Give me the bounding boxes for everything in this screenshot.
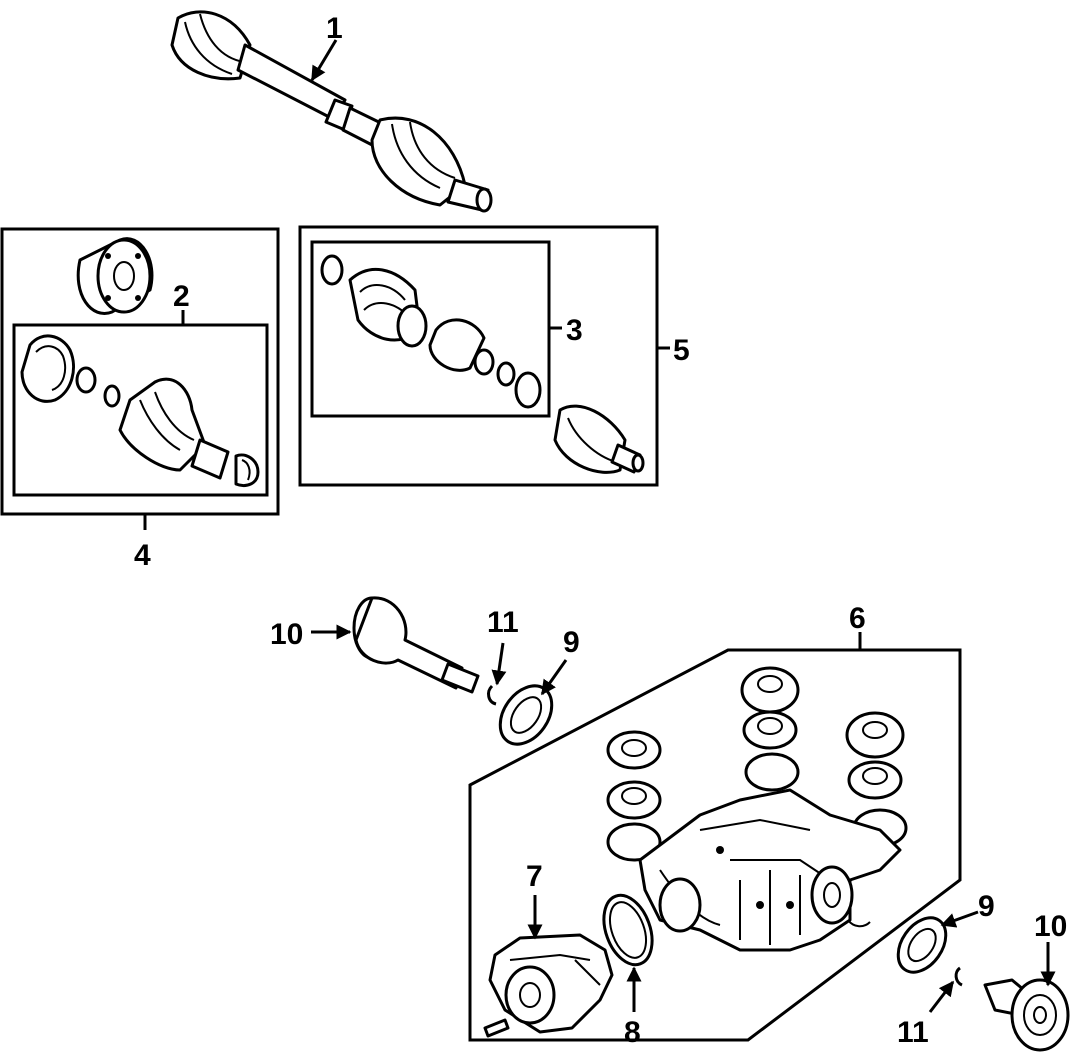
- output-flange-shaft-upper[interactable]: [352, 596, 480, 694]
- callout-2: 2: [173, 280, 190, 313]
- cv-joint-flange[interactable]: [76, 237, 154, 315]
- outer-cv-joint-kit-box: [0, 227, 280, 516]
- callout-3: 3: [566, 314, 583, 347]
- callout-9-upper: 9: [563, 626, 580, 659]
- callout-8: 8: [624, 1016, 641, 1049]
- callout-5: 5: [673, 334, 690, 367]
- callout-11-upper: 11: [487, 606, 519, 639]
- inner-cv-joint-kit-box: [298, 225, 659, 487]
- output-flange-shaft-lower[interactable]: [983, 978, 1070, 1052]
- cv-boot-kit[interactable]: [320, 254, 542, 409]
- callout-1: 1: [326, 12, 343, 45]
- snap-ring-lower[interactable]: [954, 966, 963, 987]
- callout-6: 6: [849, 602, 866, 635]
- axle-shaft-assembly[interactable]: [170, 10, 493, 213]
- cover-gasket[interactable]: [595, 889, 661, 972]
- inner-cv-joint[interactable]: [553, 404, 645, 474]
- callout-4: 4: [134, 539, 151, 572]
- cv-joint-components[interactable]: [20, 334, 260, 487]
- callout-7: 7: [526, 860, 543, 893]
- callout-10-upper: 10: [270, 618, 303, 651]
- differential-assembly-box: [468, 648, 962, 1042]
- callout-9-lower: 9: [978, 890, 995, 923]
- leader-lines: [143, 39, 1056, 1013]
- callout-labels: 1 2 3 4 5 6 7 8 9 9 10 10 11 11: [134, 12, 1067, 1049]
- mount-bushings[interactable]: [606, 666, 908, 862]
- differential-cover[interactable]: [483, 933, 614, 1038]
- differential-carrier-housing[interactable]: [638, 788, 902, 952]
- callout-11-lower: 11: [897, 1016, 929, 1049]
- callout-10-lower: 10: [1034, 910, 1067, 943]
- snap-ring-upper[interactable]: [487, 684, 497, 706]
- axle-seal-lower[interactable]: [888, 909, 955, 981]
